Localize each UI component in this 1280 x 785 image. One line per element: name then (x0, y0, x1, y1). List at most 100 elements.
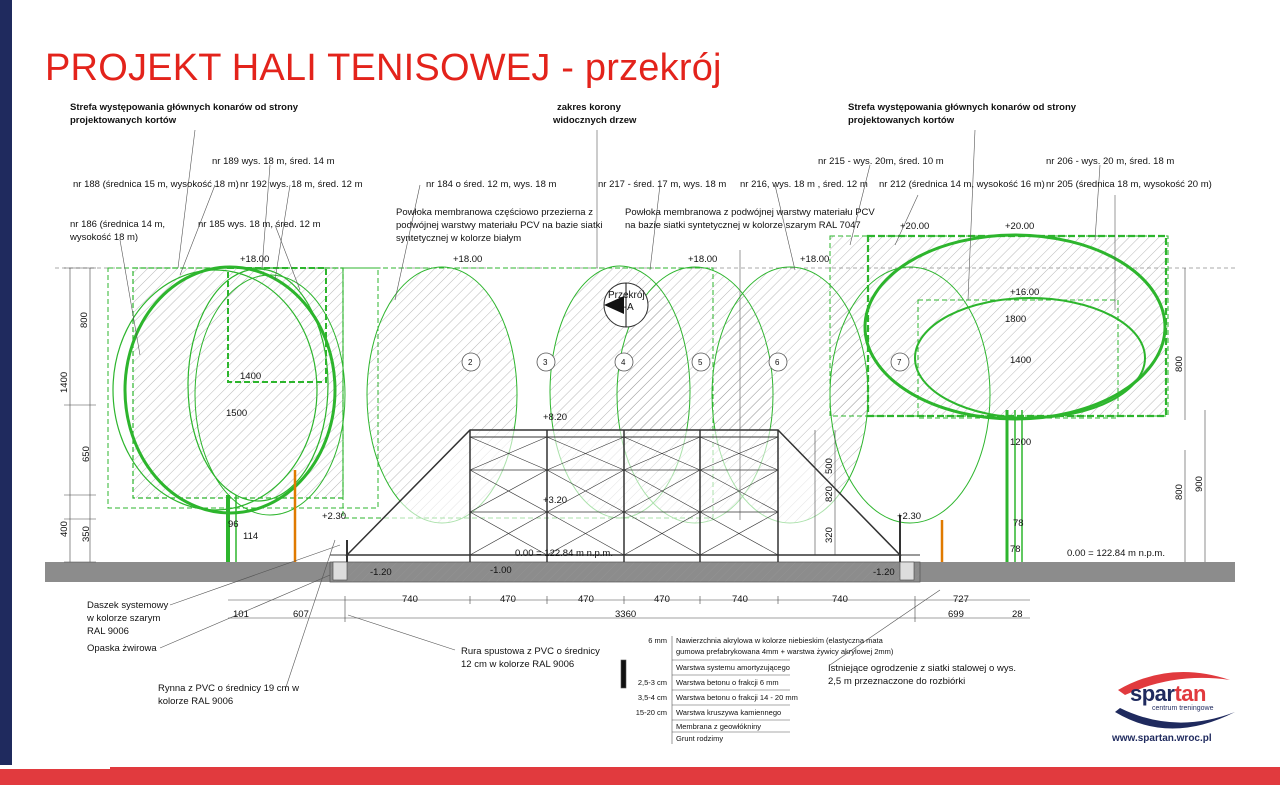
axis-number: 3 (543, 358, 548, 367)
note-crown-line1: zakres korony (557, 102, 621, 113)
label-tree-185: nr 185 wys. 18 m, śred. 12 m (198, 219, 321, 230)
dim-114: 114 (243, 531, 259, 542)
legend-thickness: 3,5-4 cm (637, 693, 667, 702)
elevation-2-30-right: +2.30 (897, 511, 922, 522)
note-membrane-left-line1: Powłoka membranowa częściowo przezierna … (396, 207, 593, 218)
logo-wordmark-a: spar (1130, 681, 1175, 706)
label-tree-186-line1: nr 186 (średnica 14 m, (70, 219, 166, 230)
legend-description: Membrana z geowłókniny (676, 722, 762, 731)
dim-bottom-740: 740 (832, 594, 848, 605)
dim-1800: 1800 (1005, 314, 1027, 325)
leader-lines (119, 129, 1116, 691)
dim-1400-crown: 1400 (240, 371, 262, 382)
label-tree-189: nr 189 wys. 18 m, śred. 14 m (212, 156, 335, 167)
callout-rynna-line2: kolorze RAL 9006 (158, 696, 234, 707)
dim-900: 900 (1194, 476, 1205, 492)
dim-96: 96 (228, 519, 239, 530)
callout-daszek-line3: RAL 9006 (87, 626, 129, 637)
dimension-lines (64, 267, 1206, 622)
elevation-16: +16.00 (1010, 287, 1040, 298)
callout-daszek-line1: Daszek systemowy (87, 600, 169, 611)
label-tree-217: nr 217 - śred. 17 m, wys. 18 m (598, 179, 727, 190)
note-zone-left-line2: projektowanych kortów (70, 115, 177, 126)
dim-1400-right: 1400 (1010, 355, 1032, 366)
dim-bottom-3360: 3360 (615, 609, 637, 620)
legend-description: Warstwa kruszywa kamiennego (676, 708, 782, 717)
section-marker-line2: A-A (617, 302, 634, 313)
note-membrane-right-line1: Powłoka membranowa z podwójnej warstwy m… (625, 207, 875, 218)
axis-number: 6 (775, 358, 780, 367)
logo-wordmark-b: tan (1174, 681, 1206, 706)
elevation-minus-1-20-right: -1.20 (873, 567, 895, 578)
elevation-minus-1-20-left: -1.20 (370, 567, 392, 578)
note-membrane-left-line2: podwójnej warstwy materiału PCV na bazie… (396, 220, 603, 231)
legend-description: Warstwa betonu o frakcji 6 mm (676, 678, 779, 687)
label-tree-216: nr 216, wys. 18 m , śred. 12 m (740, 179, 868, 190)
page-title: PROJEKT HALI TENISOWEJ - przekrój (45, 47, 722, 89)
dim-820: 820 (824, 486, 835, 502)
foundation-hatch (330, 562, 920, 582)
legend-thickness: 2,5-3 cm (637, 678, 667, 687)
elevation-2-30-left: +2.30 (322, 511, 347, 522)
bottom-accent-gap (0, 765, 110, 769)
label-tree-188: nr 188 (średnica 15 m, wysokość 18 m) (73, 179, 239, 190)
legend-thickness: 15-20 cm (635, 708, 667, 717)
dim-500: 500 (824, 458, 835, 474)
left-accent-bar (0, 0, 12, 710)
left-accent-bar-lower (0, 710, 12, 770)
callout-fence-line1: Istniejące ogrodzenie z siatki stalowej … (828, 663, 1016, 674)
dim-bottom-699: 699 (948, 609, 964, 620)
dim-650: 650 (81, 446, 92, 462)
axis-number: 5 (698, 358, 703, 367)
spartan-logo: spartan centrum treningowe www.spartan.w… (1112, 663, 1237, 753)
dim-320: 320 (824, 527, 835, 543)
label-tree-184: nr 184 o śred. 12 m, wys. 18 m (426, 179, 557, 190)
logo-wordmark: spartan (1130, 681, 1206, 707)
callout-rura-line2: 12 cm w kolorze RAL 9006 (461, 659, 575, 670)
axis-number: 2 (468, 358, 473, 367)
dim-400: 400 (59, 521, 70, 537)
dim-800-right-lower: 800 (1174, 484, 1185, 500)
dim-350: 350 (81, 526, 92, 542)
section-marker (603, 282, 649, 328)
label-tree-212: nr 212 (średnica 14 m, wysokość 16 m) (879, 179, 1045, 190)
callout-fence-line2: 2,5 m przeznaczone do rozbiórki (828, 676, 966, 687)
dim-78-b: 78 (1010, 544, 1021, 555)
elevation-zero-center: 0.00 = 122.84 m n.p.m. (515, 548, 613, 559)
legend-thickness: 6 mm (648, 636, 667, 645)
tree-group-left (107, 265, 379, 562)
elevation-3-20: +3.20 (543, 495, 568, 506)
dim-bottom-470: 470 (654, 594, 670, 605)
callout-opaska: Opaska żwirowa (87, 643, 157, 654)
dim-bottom-740: 740 (732, 594, 748, 605)
dim-800-right: 800 (1174, 356, 1185, 372)
elevation-18-left: +18.00 (240, 254, 270, 265)
elevation-18-right: +18.00 (800, 254, 830, 265)
label-tree-205: nr 205 (średnica 18 m, wysokość 20 m) (1046, 179, 1212, 190)
section-marker-line1: Przekrój (608, 290, 645, 301)
dim-bottom-740: 740 (402, 594, 418, 605)
legend-description: Nawierzchnia akrylowa w kolorze niebiesk… (676, 636, 883, 645)
note-membrane-left-line3: syntetycznej w kolorze białym (396, 233, 522, 244)
dim-1400-left: 1400 (59, 371, 70, 393)
dim-bottom-727: 727 (953, 594, 969, 605)
dim-bottom-470: 470 (578, 594, 594, 605)
tree-crowns-middle (342, 265, 869, 524)
dim-bottom-470: 470 (500, 594, 516, 605)
callout-daszek-line2: w kolorze szarym (87, 613, 161, 624)
tree-group-right (829, 233, 1169, 562)
legend-description: Grunt rodzimy (676, 734, 724, 743)
logo-subtitle: centrum treningowe (1152, 705, 1214, 712)
note-crown-line2: widocznych drzew (553, 115, 637, 126)
note-zone-left-line1: Strefa występowania głównych konarów od … (70, 102, 299, 113)
callout-rynna-line1: Rynna z PVC o średnicy 19 cm w (158, 683, 299, 694)
logo-url: www.spartan.wroc.pl (1112, 733, 1212, 744)
legend-structure (620, 636, 790, 744)
note-zone-right-line2: projektowanych kortów (848, 115, 955, 126)
callout-rura-line1: Rura spustowa z PVC o średnicy (461, 646, 600, 657)
bottom-accent-bar (0, 767, 1280, 785)
dim-bottom-607: 607 (293, 609, 309, 620)
axis-markers (461, 352, 910, 372)
elevation-20-a: +20.00 (900, 221, 930, 232)
hall-structure (330, 429, 920, 562)
